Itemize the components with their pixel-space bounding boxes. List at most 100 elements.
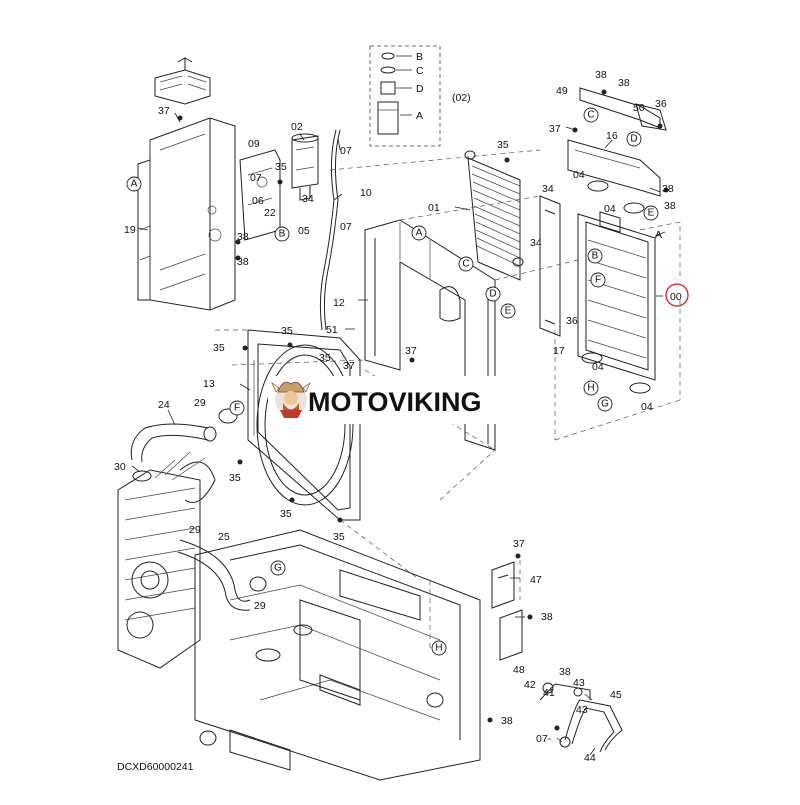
label-34: 34	[530, 237, 542, 249]
label-17: 17	[553, 345, 565, 357]
bracket-48	[499, 609, 523, 661]
reserve-tank	[291, 133, 319, 201]
label-16: 16	[606, 130, 618, 142]
label-36: 36	[566, 315, 578, 327]
engine-block	[117, 451, 216, 669]
label-38: 38	[559, 666, 571, 678]
ref-a: A	[416, 228, 423, 239]
label-35: 35	[281, 325, 293, 337]
label-00: 00	[670, 291, 682, 303]
label-06: 06	[252, 195, 264, 207]
upper-structure-frame	[194, 529, 481, 781]
ref-c: C	[587, 110, 594, 121]
label-38: 38	[541, 611, 553, 623]
ref-b: B	[592, 251, 599, 262]
inset-labels: B C D A	[416, 51, 424, 122]
label-29: 29	[254, 600, 266, 612]
ref-d: D	[489, 289, 496, 300]
side-seal-plate	[539, 195, 561, 337]
label-44: 44	[584, 752, 596, 764]
inset-label-b: B	[416, 51, 423, 63]
ref-b: B	[279, 229, 286, 240]
ref-d: D	[630, 134, 637, 145]
label-04: 04	[592, 361, 604, 373]
label-02-group: (02)	[452, 92, 471, 104]
bracket-47	[491, 561, 515, 609]
ref-a: A	[131, 179, 138, 190]
ref-g: G	[274, 563, 282, 574]
fan-shroud	[247, 329, 361, 521]
label-38: 38	[501, 715, 513, 727]
label-51: 51	[326, 324, 338, 336]
ref-a-plain: A	[655, 229, 662, 241]
label-34: 34	[302, 193, 314, 205]
front-orientation-icon	[154, 57, 211, 105]
left-frame-bracket	[137, 117, 236, 311]
label-48: 48	[513, 664, 525, 676]
label-07: 07	[340, 221, 352, 233]
inset-label-c: C	[416, 65, 424, 77]
highlight-ring	[665, 283, 689, 307]
label-36: 36	[655, 98, 667, 110]
label-43: 43	[573, 677, 585, 689]
bolts	[177, 89, 669, 731]
label-47: 47	[530, 574, 542, 586]
label-35: 35	[497, 139, 509, 151]
ref-h: H	[587, 383, 594, 394]
ref-g: G	[601, 399, 609, 410]
diagram-code: DCXD60000241	[117, 761, 194, 773]
label-07: 07-	[536, 733, 552, 745]
label-34: 34	[542, 183, 554, 195]
label-35: 35	[275, 161, 287, 173]
part-number-labels: 37 19 09 02 35 07 06 34 22 38 38 05 07 1…	[114, 69, 682, 764]
label-30: 30	[114, 461, 126, 473]
label-19: 19	[124, 224, 136, 236]
label-35: 35	[333, 531, 345, 543]
label-12: 12	[333, 297, 345, 309]
viking-logo-icon	[271, 381, 311, 418]
overflow-hose	[319, 129, 337, 331]
label-04: 04	[573, 169, 585, 181]
ref-h: H	[435, 643, 442, 654]
label-01: 01	[428, 202, 440, 214]
label-37: 37	[405, 345, 417, 357]
label-02: 02	[291, 121, 303, 133]
label-38: 38	[595, 69, 607, 81]
inset-label-d: D	[416, 83, 424, 95]
label-35: 35	[319, 352, 331, 364]
label-05: 05	[298, 225, 310, 237]
leader-lines	[131, 112, 666, 756]
radiator	[577, 180, 656, 394]
label-35: 35	[229, 472, 241, 484]
label-29: 29	[189, 524, 201, 536]
label-42: 42	[524, 679, 536, 691]
ref-e: E	[648, 208, 655, 219]
label-13: 13	[203, 378, 215, 390]
ref-f: F	[595, 275, 601, 286]
label-35: 35	[280, 508, 292, 520]
label-07: 07	[250, 172, 262, 184]
reference-circles: A B A C D E C D E B F F H G G H	[126, 107, 659, 656]
label-43: 43	[576, 704, 588, 716]
label-49: 49	[556, 85, 568, 97]
drain-hose	[539, 682, 623, 753]
label-38: 38	[618, 77, 630, 89]
label-45: 45	[610, 689, 622, 701]
label-29: 29	[194, 397, 206, 409]
label-04: 04	[641, 401, 653, 413]
label-09: 09	[248, 138, 260, 150]
label-37: 37	[343, 360, 355, 372]
watermark-brand: MOTOVIKING	[308, 387, 482, 417]
label-50: 50	[633, 102, 645, 114]
label-24: 24	[158, 399, 170, 411]
label-35: 35	[213, 342, 225, 354]
label-25: 25	[218, 531, 230, 543]
label-38: 38	[237, 231, 249, 243]
label-04: 04	[604, 203, 616, 215]
label-38: 38	[664, 200, 676, 212]
inset-label-a: A	[416, 110, 423, 122]
watermark: MOTOVIKING	[268, 376, 534, 424]
ref-e: E	[505, 306, 512, 317]
